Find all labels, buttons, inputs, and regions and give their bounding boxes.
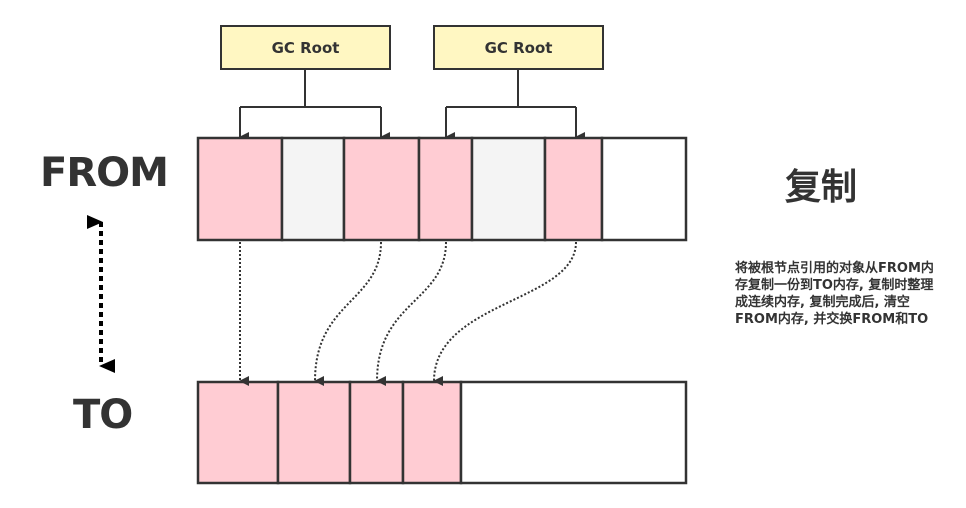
- copy-arrows: [239, 241, 577, 387]
- to-label: TO: [73, 392, 133, 438]
- copy-arrow: [433, 241, 577, 387]
- to-block-free: [459, 380, 688, 485]
- from-memory-region: [196, 136, 688, 242]
- to-memory-region: [196, 380, 688, 485]
- root-reference-arrows: [239, 70, 585, 142]
- to-block-live: [401, 380, 463, 485]
- gc-root-box-2: GC Root: [433, 25, 604, 70]
- to-block-live: [196, 380, 280, 485]
- from-block-live: [342, 136, 421, 242]
- copy-arrow: [376, 241, 447, 387]
- gc-root-box-1: GC Root: [220, 25, 391, 70]
- from-block-live: [543, 136, 604, 242]
- to-block-live: [276, 380, 352, 485]
- description: 将被根节点引用的对象从FROM内存复制一份到TO内存, 复制时整理成连续内存, …: [735, 261, 934, 327]
- from-label: FROM: [40, 150, 169, 196]
- from-block-dead: [280, 136, 346, 242]
- copy-arrow: [314, 241, 382, 387]
- title: 复制: [785, 167, 858, 208]
- from-block-free: [600, 136, 688, 242]
- from-block-dead: [470, 136, 547, 242]
- from-block-live: [417, 136, 474, 242]
- to-block-live: [348, 380, 405, 485]
- from-block-live: [196, 136, 284, 242]
